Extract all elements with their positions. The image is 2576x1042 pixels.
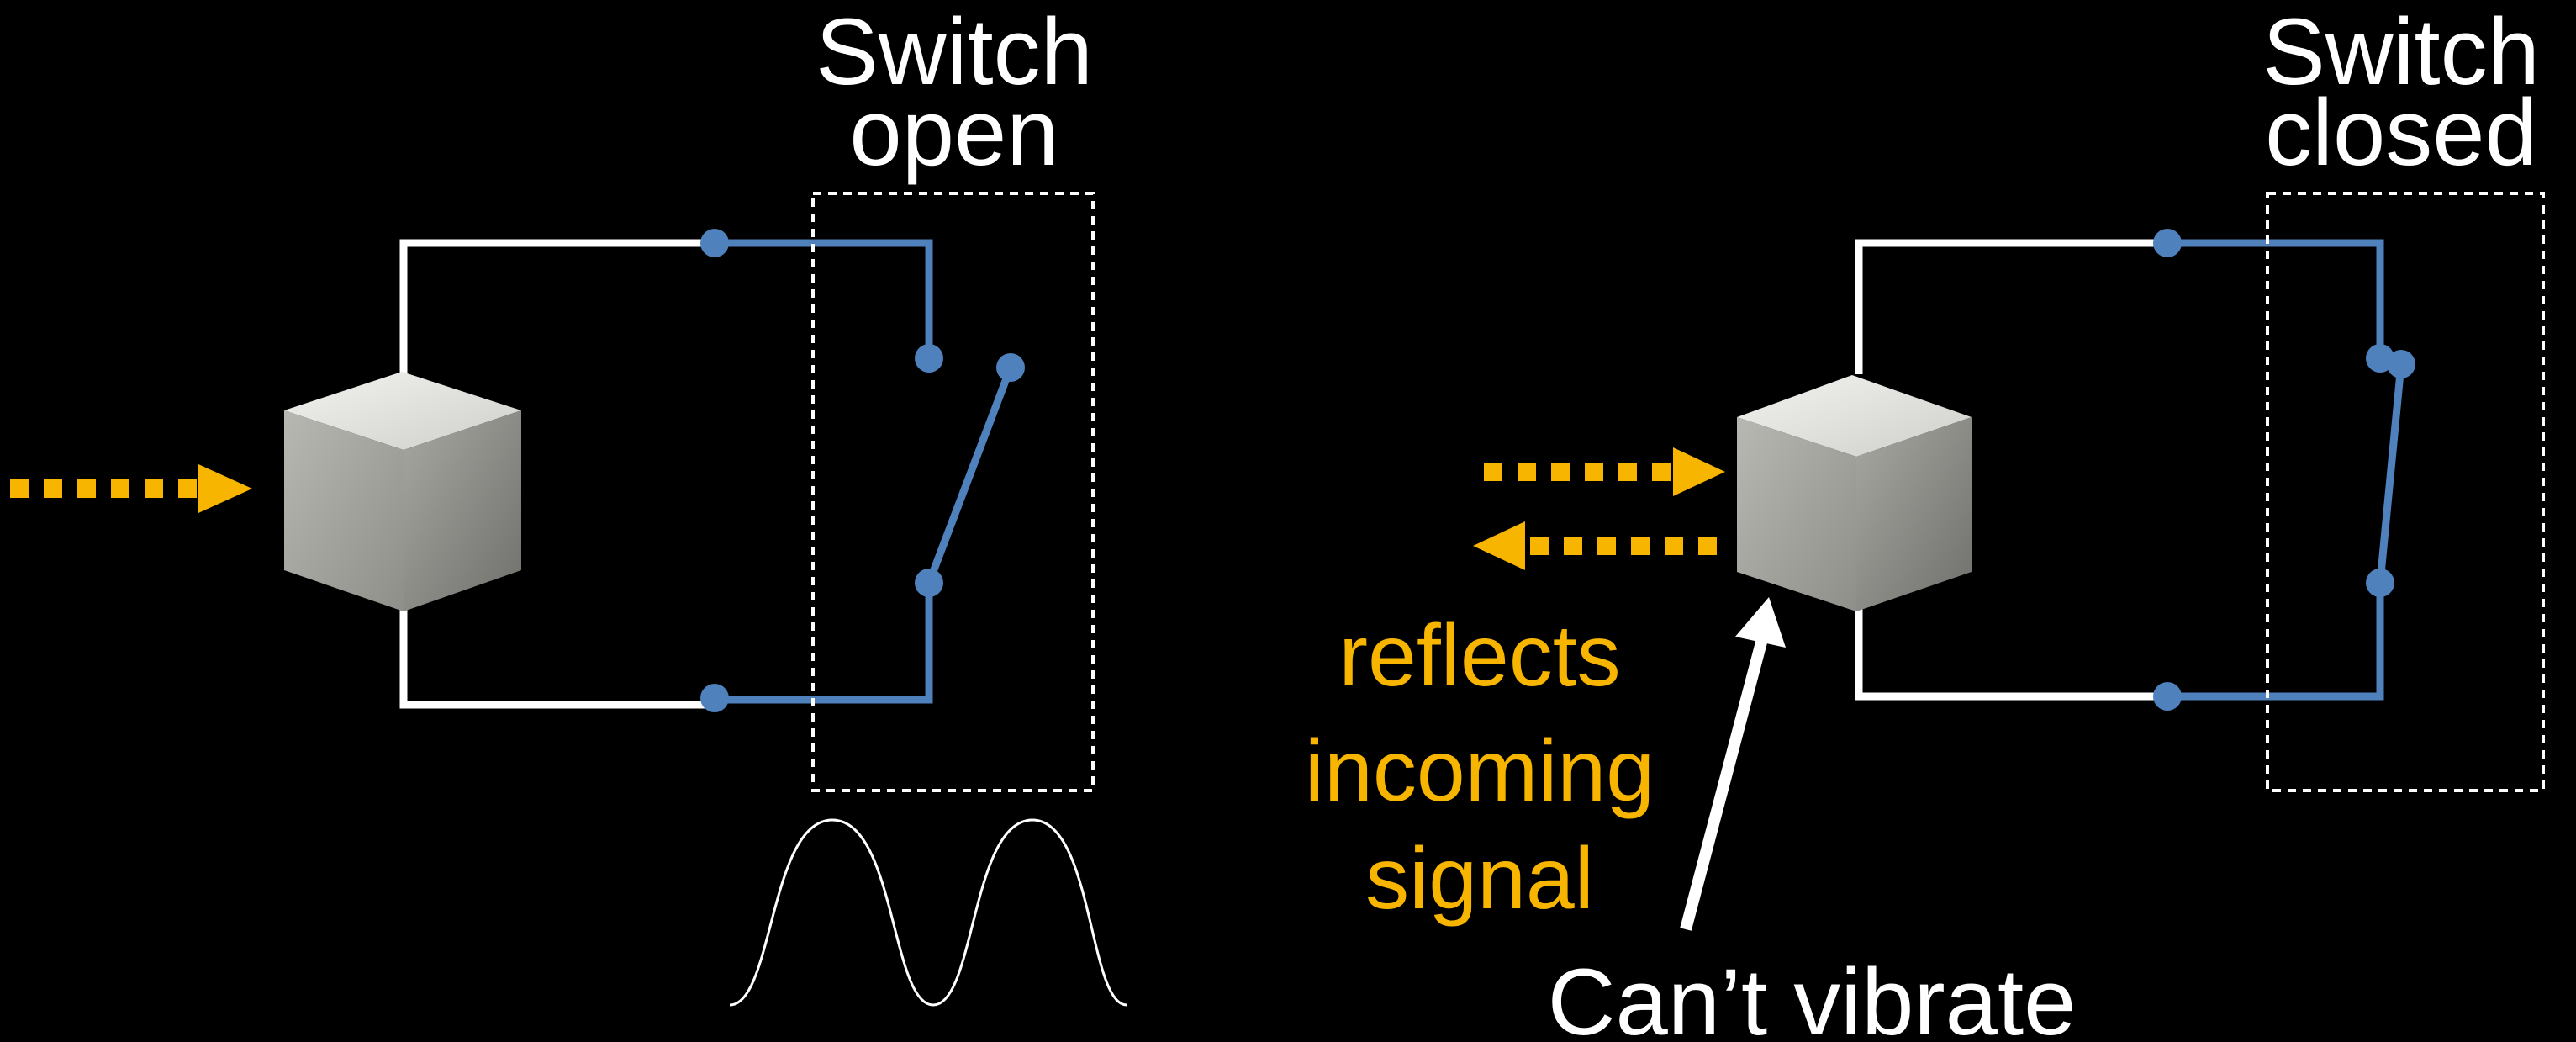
cant-vibrate-caption: Can’t vibrate (1548, 949, 2077, 1042)
reflects-annotation-line2: incoming (1305, 722, 1655, 820)
left-switch-circuit (710, 239, 1015, 704)
right-white-wires (1855, 239, 2169, 701)
left-panel: Switch open (10, 0, 1127, 1007)
left-waveform (729, 818, 1127, 1007)
right-switch-label-line1: Switch (2262, 0, 2540, 104)
right-switch-label-line2: closed (2265, 80, 2537, 185)
right-switch-nodes (2153, 229, 2415, 711)
left-switch-label-line2: open (849, 80, 1058, 185)
cant-vibrate-pointer (1680, 597, 1786, 931)
dotted-left-arrow-icon (1473, 521, 1717, 570)
left-switch-nodes (700, 229, 1025, 712)
reflects-annotation-line1: reflects (1338, 607, 1620, 705)
right-panel: Switch closed reflects incoming signal C… (1305, 0, 2545, 1042)
left-switch-label-line1: Switch (816, 0, 1093, 104)
right-reflected-arrow (1473, 521, 1717, 570)
dotted-right-arrow-icon (10, 464, 252, 513)
gray-cube-icon (284, 372, 521, 611)
right-switch-box (2266, 192, 2545, 792)
left-cube (284, 372, 521, 611)
left-switch-box (811, 192, 1095, 792)
left-white-wires (399, 239, 715, 709)
dotted-right-arrow-icon (1484, 447, 1725, 496)
left-incoming-arrow (10, 464, 252, 513)
white-up-arrow-icon (1680, 597, 1786, 931)
right-incoming-arrow (1484, 447, 1725, 496)
reflects-annotation-line3: signal (1365, 830, 1594, 928)
right-switch-circuit (2163, 239, 2405, 701)
sine-wave-icon (729, 818, 1127, 1007)
right-cube (1737, 375, 1972, 611)
gray-cube-icon (1737, 375, 1972, 611)
